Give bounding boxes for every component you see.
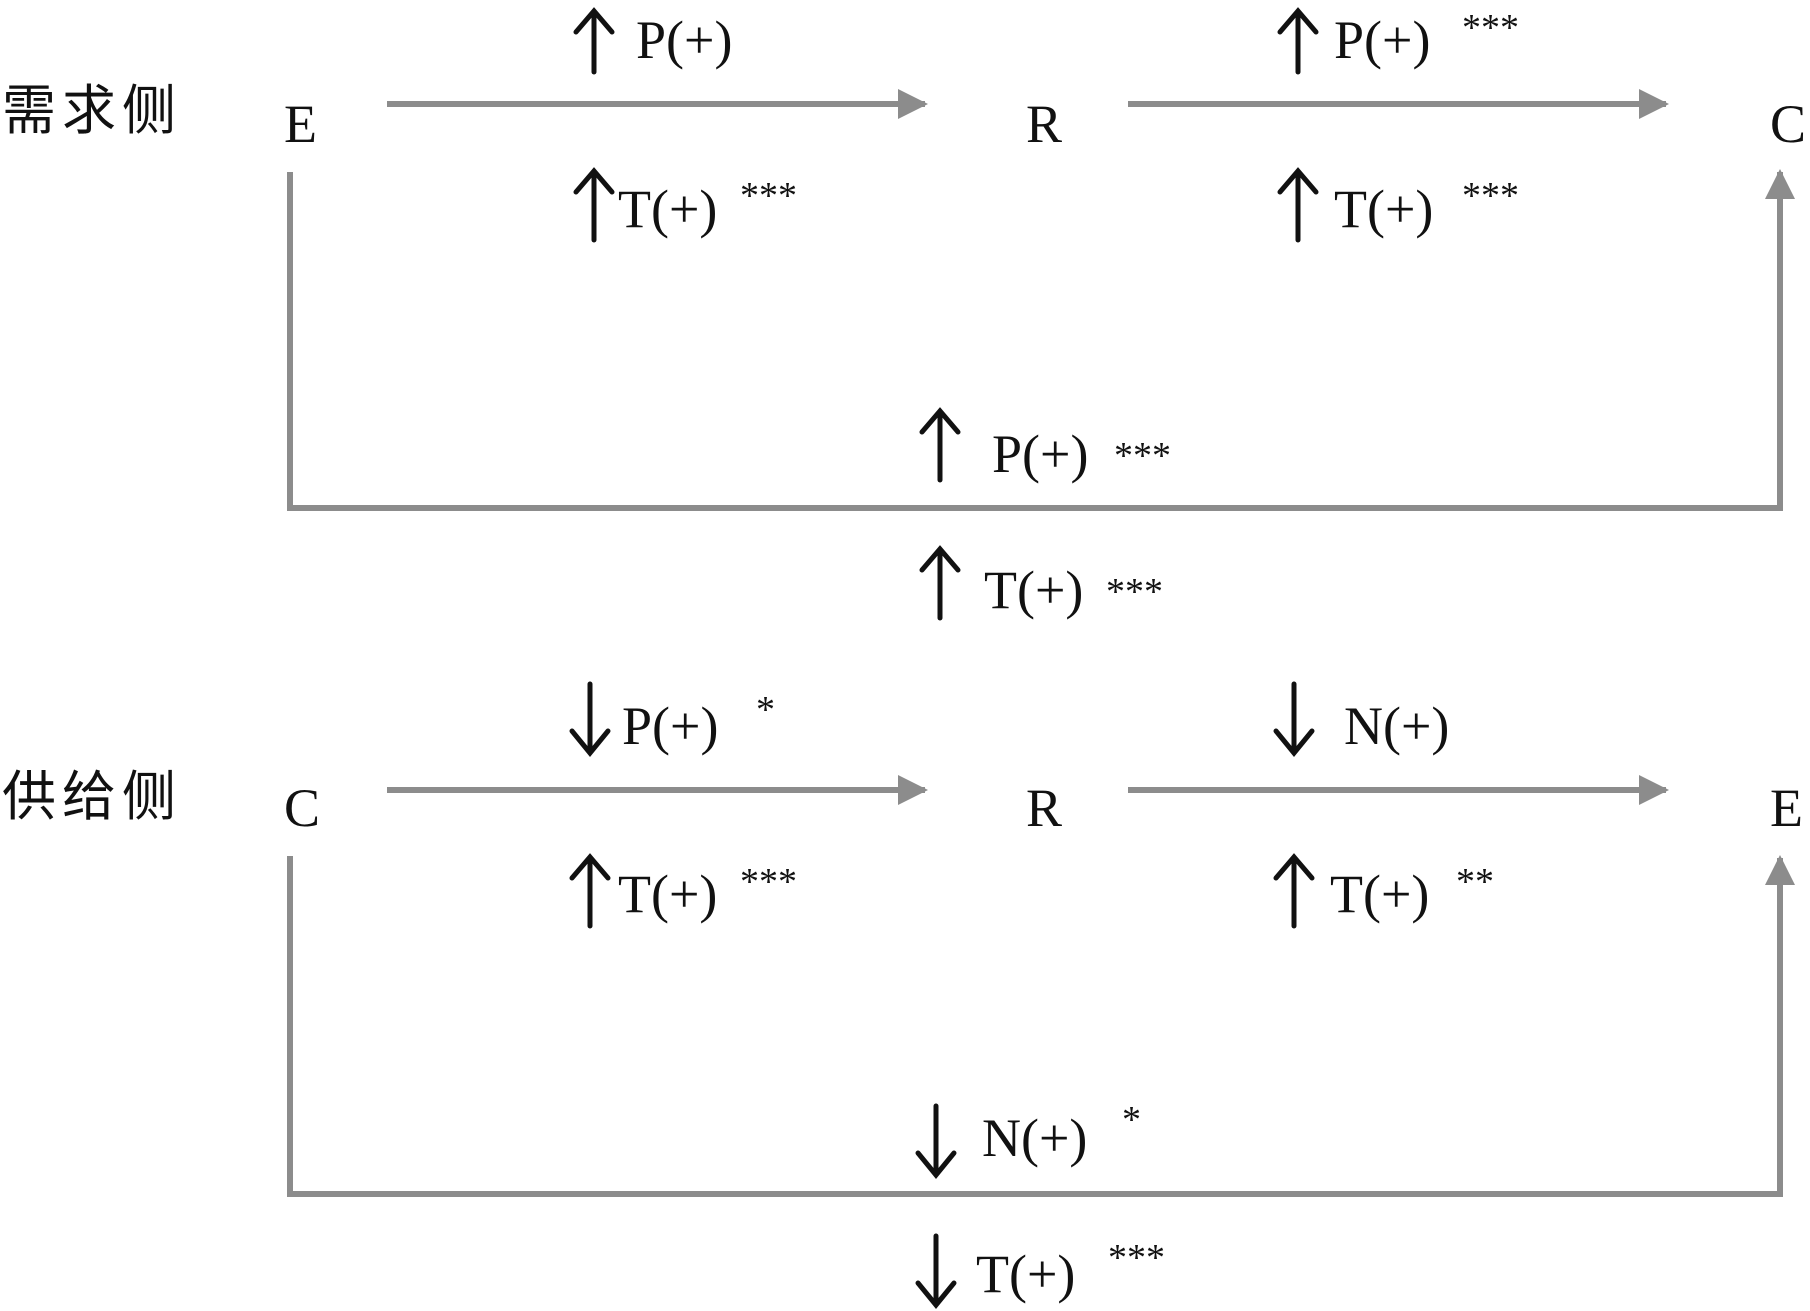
significance-stars: * — [756, 689, 775, 731]
significance-stars: *** — [740, 175, 797, 217]
up-arrow-icon — [1277, 167, 1319, 243]
significance-stars: *** — [1108, 1237, 1165, 1279]
demand-arrow-left-to-right-direct — [287, 169, 1795, 511]
down-arrow-icon — [915, 1233, 957, 1309]
demand-panel: 需求侧 E R C P(+) T(+) *** — [2, 7, 1806, 621]
supply-node-right: E — [1770, 778, 1803, 838]
demand-side-label: 需求侧 — [2, 79, 182, 142]
down-arrow-icon — [915, 1103, 957, 1179]
up-arrow-icon — [1273, 853, 1315, 929]
significance-stars: *** — [1114, 435, 1171, 477]
up-arrow-icon — [573, 167, 615, 243]
demand-node-middle: R — [1026, 94, 1062, 154]
supply-effect-right-top: N(+) — [1273, 681, 1449, 757]
demand-effect-right-bottom: T(+) *** — [1277, 167, 1519, 243]
supply-effect-long-top: N(+) * — [915, 1099, 1141, 1179]
supply-side-label: 供给侧 — [2, 765, 182, 828]
significance-stars: *** — [740, 861, 797, 903]
demand-effect-left-top: P(+) — [573, 7, 732, 75]
down-arrow-icon — [1273, 681, 1315, 757]
effect-label: T(+) — [984, 560, 1083, 620]
up-arrow-icon — [919, 545, 961, 621]
effect-label: T(+) — [976, 1244, 1075, 1304]
demand-effect-right-top: P(+) *** — [1277, 7, 1519, 75]
demand-node-left: E — [284, 94, 317, 154]
supply-node-middle: R — [1026, 778, 1062, 838]
effect-label: T(+) — [1330, 864, 1429, 924]
supply-effect-right-bottom: T(+) ** — [1273, 853, 1494, 929]
supply-panel: 供给侧 C R E P(+) * T(+) *** — [2, 681, 1803, 1309]
effect-label: N(+) — [1344, 696, 1449, 756]
up-arrow-icon — [919, 407, 961, 483]
effect-label: T(+) — [1334, 179, 1433, 239]
supply-arrow-left-to-right-direct — [287, 855, 1795, 1197]
demand-effect-long-top: P(+) *** — [919, 407, 1171, 484]
effect-label: T(+) — [618, 179, 717, 239]
up-arrow-icon — [569, 853, 611, 929]
effect-label: T(+) — [618, 864, 717, 924]
effect-label: P(+) — [1334, 10, 1430, 70]
supply-effect-long-bottom: T(+) *** — [915, 1233, 1165, 1309]
effect-label: N(+) — [982, 1108, 1087, 1168]
demand-node-right: C — [1770, 94, 1806, 154]
significance-stars: ** — [1456, 861, 1494, 903]
up-arrow-icon — [1277, 7, 1319, 75]
significance-stars: *** — [1462, 175, 1519, 217]
supply-node-left: C — [284, 778, 320, 838]
effect-label: P(+) — [636, 10, 732, 70]
up-arrow-icon — [573, 7, 615, 75]
supply-effect-left-top: P(+) * — [569, 681, 775, 757]
significance-stars: * — [1122, 1099, 1141, 1141]
effect-label: P(+) — [992, 424, 1088, 484]
significance-stars: *** — [1462, 7, 1519, 49]
demand-effect-long-bottom: T(+) *** — [919, 545, 1163, 621]
demand-effect-left-bottom: T(+) *** — [573, 167, 797, 243]
supply-effect-left-bottom: T(+) *** — [569, 853, 797, 929]
down-arrow-icon — [569, 681, 611, 757]
significance-stars: *** — [1106, 571, 1163, 613]
effect-label: P(+) — [622, 696, 718, 756]
